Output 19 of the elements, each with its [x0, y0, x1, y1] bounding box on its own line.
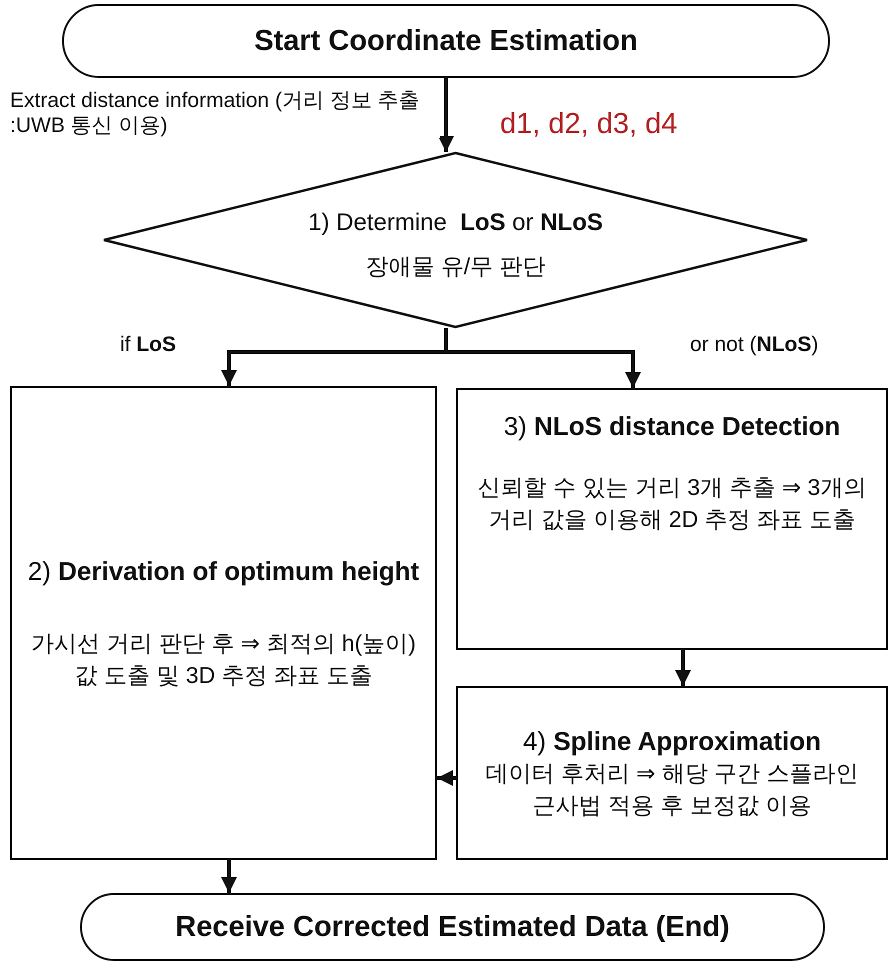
terminal-text: Receive Corrected Estimated Data (End) — [175, 910, 730, 944]
process-description: 신뢰할 수 있는 거리 3개 추출 ⇒ 3개의 거리 값을 이용해 2D 추정 좌표 도출 — [476, 472, 868, 534]
terminal-text: Start Coordinate Estimation — [254, 24, 638, 58]
process-title: 3) NLoS distance Detection — [504, 410, 840, 442]
process-title: 2) Derivation of optimum height — [28, 554, 420, 588]
process-description: 가시선 거리 판단 후 ⇒ 최적의 h(높이) 값 도출 및 3D 추정 좌표 도출 — [30, 629, 417, 690]
process-box — [456, 388, 888, 650]
process-title: 4) Spline Approximation — [522, 724, 822, 758]
decision-text: 1) Determine LoS or NLoS — [308, 208, 603, 238]
arrow — [221, 860, 237, 893]
process-box — [456, 686, 888, 860]
process-box — [10, 386, 437, 860]
process-description: 데이터 후처리 ⇒ 해당 구간 스플라인 근사법 적용 후 보정값 이용 — [484, 759, 860, 820]
arrow — [675, 650, 691, 686]
arrow — [437, 770, 456, 786]
arrow — [444, 328, 641, 388]
arrow — [438, 78, 454, 152]
decision-subtext: 장애물 유/무 판단 — [365, 252, 546, 281]
distance-values-label: d1, d2, d3, d4 — [500, 108, 678, 141]
